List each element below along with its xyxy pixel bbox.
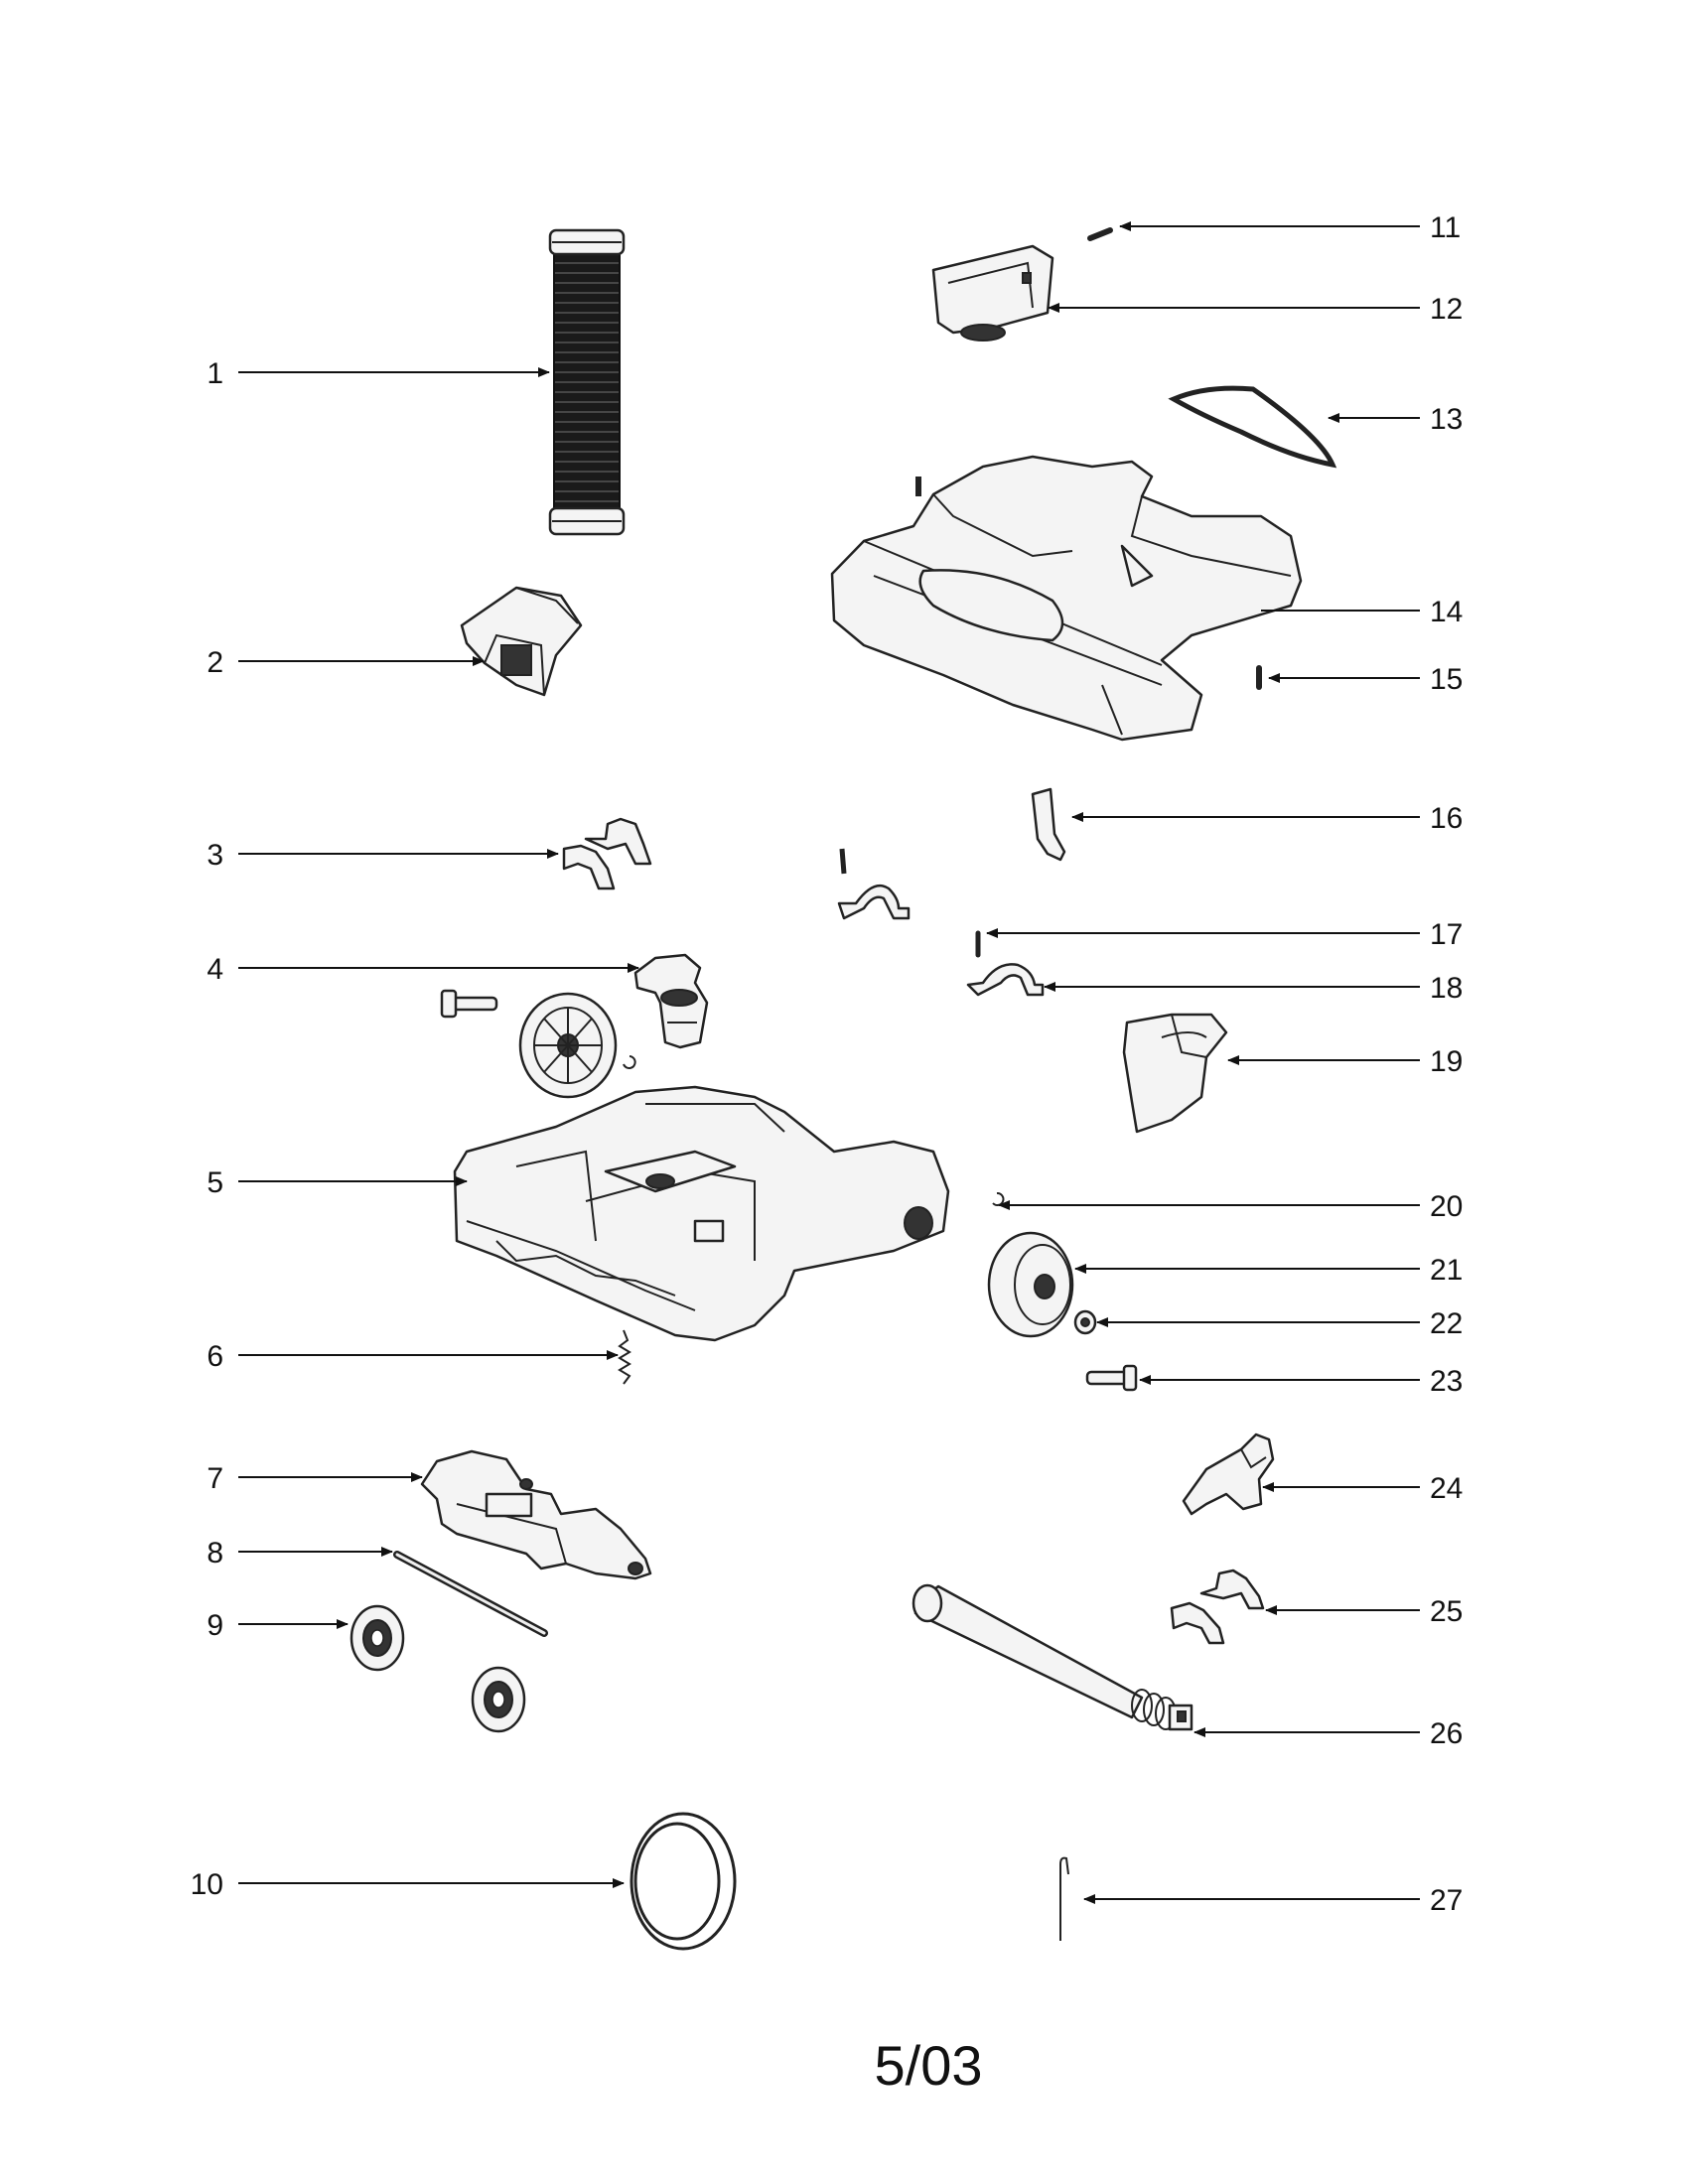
callout-5: 5 bbox=[207, 1166, 223, 1199]
callout-6: 6 bbox=[207, 1340, 223, 1373]
part-12-latch-bracket bbox=[931, 244, 1054, 341]
callout-23: 23 bbox=[1430, 1365, 1463, 1398]
part-6-spring bbox=[618, 1329, 632, 1385]
callout-1: 1 bbox=[207, 357, 223, 390]
part-26-brushroll bbox=[912, 1583, 1193, 1731]
part-2-hose-adapter bbox=[460, 586, 583, 697]
callout-15: 15 bbox=[1430, 663, 1463, 696]
part-10-belt bbox=[630, 1812, 737, 1951]
callout-18: 18 bbox=[1430, 972, 1463, 1005]
part-22-nut bbox=[1073, 1309, 1097, 1335]
callout-22: 22 bbox=[1430, 1307, 1463, 1340]
part-19-latch bbox=[1122, 1013, 1228, 1134]
callout-27: 27 bbox=[1430, 1884, 1463, 1917]
callout-labels: 1 2 3 4 5 6 7 8 9 10 11 12 13 14 15 16 1… bbox=[191, 211, 1464, 1917]
part-4-swivel-wheel bbox=[440, 953, 709, 1099]
part-23-axle-bolt bbox=[1085, 1364, 1138, 1392]
part-clamp-middle bbox=[837, 848, 911, 920]
callout-3: 3 bbox=[207, 839, 223, 872]
callout-21: 21 bbox=[1430, 1254, 1463, 1287]
part-25-bracket bbox=[1170, 1569, 1265, 1645]
callout-2: 2 bbox=[207, 646, 223, 679]
part-20-clip-ring bbox=[992, 1192, 1005, 1206]
callout-11: 11 bbox=[1430, 211, 1461, 244]
part-21-wheel bbox=[987, 1231, 1074, 1338]
part-1-hose bbox=[548, 228, 626, 536]
part-5-base-housing bbox=[453, 1085, 950, 1342]
part-18-clamp bbox=[966, 963, 1045, 997]
part-13-gasket bbox=[1168, 385, 1337, 469]
part-8-axle-rod bbox=[393, 1551, 548, 1637]
revision-date: 5/03 bbox=[875, 2034, 983, 2097]
callout-24: 24 bbox=[1430, 1472, 1463, 1505]
callout-17: 17 bbox=[1430, 918, 1463, 951]
part-16-clip bbox=[1031, 787, 1066, 862]
callout-14: 14 bbox=[1430, 596, 1463, 628]
callout-25: 25 bbox=[1430, 1595, 1463, 1628]
callout-leaders bbox=[238, 221, 1420, 1904]
part-27-pin bbox=[1059, 1856, 1069, 1941]
callout-26: 26 bbox=[1430, 1717, 1463, 1750]
part-9-end-caps bbox=[350, 1604, 526, 1733]
part-24-pedal bbox=[1182, 1433, 1275, 1516]
callout-16: 16 bbox=[1430, 802, 1463, 835]
part-3-bracket bbox=[562, 817, 652, 890]
callout-10: 10 bbox=[191, 1868, 223, 1901]
callout-20: 20 bbox=[1430, 1190, 1463, 1223]
callout-7: 7 bbox=[207, 1462, 223, 1495]
callout-9: 9 bbox=[207, 1609, 223, 1642]
callout-12: 12 bbox=[1430, 293, 1463, 326]
part-11-screw bbox=[1087, 227, 1113, 241]
callout-19: 19 bbox=[1430, 1045, 1463, 1078]
part-14-hood bbox=[830, 455, 1303, 742]
part-7-brush-housing bbox=[420, 1449, 652, 1580]
callout-13: 13 bbox=[1430, 403, 1463, 436]
callout-4: 4 bbox=[207, 953, 223, 986]
callout-8: 8 bbox=[207, 1537, 223, 1570]
